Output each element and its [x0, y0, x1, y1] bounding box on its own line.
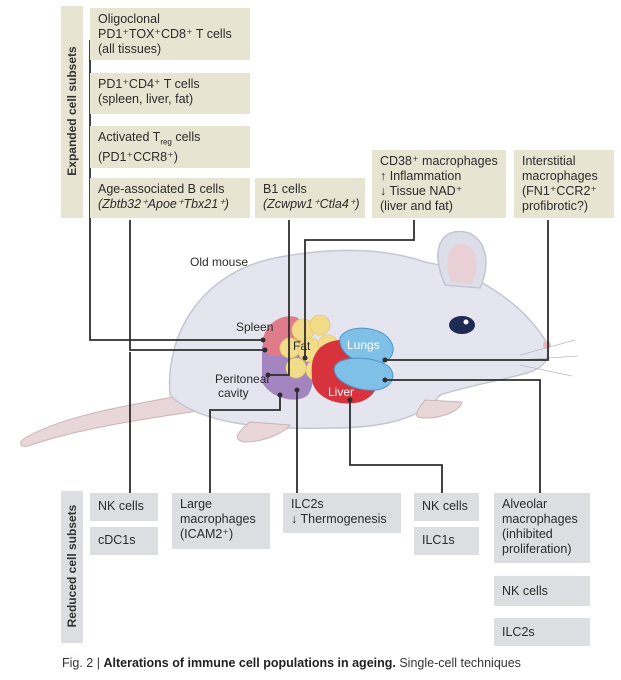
liver-label: Liver	[328, 385, 354, 399]
box-line: (liver and fat)	[380, 199, 453, 213]
box-line: Oligoclonal	[98, 12, 160, 26]
box-line: ↓ Tissue NAD⁺	[380, 184, 463, 198]
mouse-foot	[236, 421, 291, 443]
expanded-panel	[61, 6, 83, 218]
box-line: B1 cells	[263, 182, 307, 196]
caption-prefix: Fig. 2 |	[62, 656, 104, 670]
box-line: NK cells	[98, 499, 144, 513]
box-cd38: CD38⁺ macrophages ↑ Inflammation ↓ Tissu…	[372, 150, 506, 218]
box-nk1: NK cells	[90, 493, 158, 521]
box-line: NK cells	[422, 499, 468, 513]
box-line: Large	[180, 497, 212, 511]
box-line: (FN1⁺CCR2⁺	[522, 184, 598, 198]
box-line: PD1⁺TOX⁺CD8⁺ T cells	[98, 27, 232, 41]
box-line: ↑ Inflammation	[380, 169, 462, 183]
box-line: CD38⁺ macrophages	[380, 154, 498, 168]
peritoneal-label-2: cavity	[218, 386, 249, 400]
mouse-title: Old mouse	[190, 255, 248, 269]
peritoneal-label-1: Peritoneal	[215, 372, 269, 386]
box-treg: Activated Treg cells (PD1⁺CCR8⁺)	[90, 126, 250, 168]
box-line: Interstitial	[522, 154, 576, 168]
fat-label: Fat	[293, 339, 311, 353]
box-line: (Zbtb32⁺Apoe⁺Tbx21⁺)	[98, 197, 229, 211]
box-line: PD1⁺CD4⁺ T cells	[98, 77, 200, 91]
spleen-label: Spleen	[236, 320, 273, 334]
box-line: ILC2s	[291, 497, 324, 511]
mouse-eye	[449, 316, 475, 334]
box-line: proliferation)	[502, 542, 572, 556]
box-line: macrophages	[502, 512, 578, 526]
box-cdc1: cDC1s	[90, 527, 158, 555]
box-alveolar: Alveolar macrophages (inhibited prolifer…	[494, 493, 590, 563]
box-line: (ICAM2⁺)	[180, 527, 234, 541]
box-line: Alveolar	[502, 497, 548, 511]
box-line: (inhibited	[502, 527, 553, 541]
reduced-panel	[61, 491, 83, 643]
box-oligoclonal: Oligoclonal PD1⁺TOX⁺CD8⁺ T cells (all ti…	[90, 8, 250, 60]
box-line: ↓ Thermogenesis	[291, 512, 387, 526]
box-line: (PD1⁺CCR8⁺)	[98, 149, 178, 164]
box-interstitial: Interstitial macrophages (FN1⁺CCR2⁺ prof…	[514, 150, 614, 218]
figure-caption: Fig. 2 | Alterations of immune cell popu…	[62, 656, 521, 670]
box-line: (all tissues)	[98, 42, 162, 56]
lungs-label: Lungs	[347, 338, 380, 352]
box-line: Age-associated B cells	[98, 182, 225, 196]
box-ilc1: ILC1s	[414, 527, 479, 555]
box-line: ILC1s	[422, 533, 455, 547]
box-bcells: Age-associated B cells (Zbtb32⁺Apoe⁺Tbx2…	[90, 178, 250, 218]
box-line: NK cells	[502, 584, 548, 598]
box-line: Activated Treg cells	[98, 130, 201, 147]
box-large-macro: Large macrophages (ICAM2⁺)	[172, 493, 270, 549]
box-cd4: PD1⁺CD4⁺ T cells (spleen, liver, fat)	[90, 73, 250, 114]
box-ilc2: ILC2s ↓ Thermogenesis	[283, 493, 401, 533]
box-nk3: NK cells	[494, 576, 590, 606]
box-b1: B1 cells (Zcwpw1⁺Ctla4⁺)	[255, 178, 365, 218]
box-ilc2b: ILC2s	[494, 618, 590, 646]
box-line: macrophages	[180, 512, 256, 526]
box-line: ILC2s	[502, 625, 535, 639]
caption-text: Single-cell techniques	[395, 656, 521, 670]
mouse-tail	[20, 391, 206, 447]
box-nk2: NK cells	[414, 493, 479, 521]
box-line: macrophages	[522, 169, 598, 183]
box-line: (spleen, liver, fat)	[98, 92, 194, 106]
box-line: profibrotic?)	[522, 199, 588, 213]
box-line: (Zcwpw1⁺Ctla4⁺)	[263, 197, 360, 211]
caption-title: Alterations of immune cell populations i…	[103, 656, 396, 670]
box-line: cDC1s	[98, 533, 136, 547]
